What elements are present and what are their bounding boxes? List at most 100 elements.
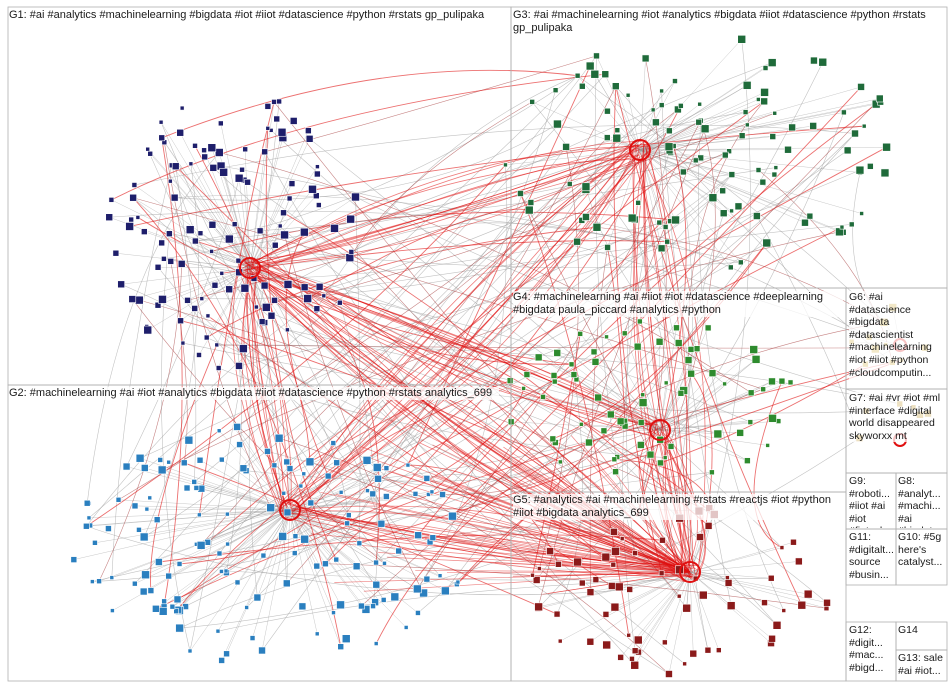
node-avatar xyxy=(665,670,673,678)
node-avatar xyxy=(728,171,736,178)
edge xyxy=(161,69,578,139)
edge xyxy=(295,137,608,537)
edge xyxy=(73,509,291,560)
node-avatar xyxy=(348,249,355,255)
node-avatar xyxy=(298,483,304,489)
node-avatar xyxy=(183,484,191,492)
node-avatar xyxy=(581,182,591,192)
node-avatar xyxy=(129,193,137,202)
group-label-g13: G13: sale #ai #iot... xyxy=(898,652,946,678)
node-avatar xyxy=(762,65,769,71)
edge xyxy=(147,149,384,601)
node-avatar xyxy=(405,462,411,468)
node-avatar xyxy=(139,532,149,542)
edge xyxy=(309,146,567,463)
node-avatar xyxy=(527,199,535,206)
node-avatar xyxy=(192,237,199,245)
node-avatar xyxy=(768,377,776,386)
hub-node xyxy=(239,257,261,279)
node-avatar xyxy=(383,465,390,471)
edge xyxy=(690,373,713,579)
node-avatar xyxy=(303,294,312,303)
group-label-g3: G3: #ai #machinelearning #iot #analytics… xyxy=(513,9,945,35)
node-avatar xyxy=(135,295,144,305)
edge xyxy=(111,73,606,201)
edge xyxy=(196,374,575,545)
node-avatar xyxy=(413,584,422,594)
edge xyxy=(689,547,782,573)
node-avatar xyxy=(167,258,175,265)
node-avatar xyxy=(337,643,345,650)
node-avatar xyxy=(218,657,225,664)
group-label-g7: G7: #ai #vr #iot #ml #interface #digital… xyxy=(849,392,945,443)
node-avatar xyxy=(161,256,167,262)
node-avatar xyxy=(291,550,298,556)
node-avatar xyxy=(697,101,702,107)
node-avatar xyxy=(300,283,309,292)
edge xyxy=(184,462,291,511)
edge xyxy=(458,511,691,573)
node-avatar xyxy=(672,78,678,84)
node-avatar xyxy=(621,330,628,337)
edge xyxy=(221,459,291,511)
edge xyxy=(121,284,443,495)
edge xyxy=(639,149,741,263)
node-avatar xyxy=(351,192,360,202)
node-avatar xyxy=(626,632,631,638)
edge xyxy=(689,571,709,651)
node-avatar xyxy=(139,587,148,596)
node-avatar xyxy=(657,459,664,467)
node-avatar xyxy=(857,83,865,91)
edge xyxy=(375,174,733,563)
edge xyxy=(190,163,251,269)
node-avatar xyxy=(218,456,225,463)
node-avatar xyxy=(503,162,508,168)
edge xyxy=(689,571,772,579)
node-avatar xyxy=(135,215,141,220)
node-avatar xyxy=(861,123,867,129)
node-avatar xyxy=(630,660,640,670)
node-avatar xyxy=(664,142,674,152)
node-avatar xyxy=(627,213,637,223)
edge xyxy=(86,164,506,527)
node-avatar xyxy=(772,110,778,116)
node-avatar xyxy=(441,586,450,596)
node-avatar xyxy=(736,429,744,437)
node-avatar xyxy=(176,128,185,137)
node-avatar xyxy=(592,576,600,583)
node-avatar xyxy=(218,120,224,127)
node-avatar xyxy=(374,474,382,483)
edge xyxy=(199,459,291,511)
node-avatar xyxy=(659,536,666,544)
edge xyxy=(171,165,337,463)
node-avatar xyxy=(234,173,244,183)
node-avatar xyxy=(657,244,666,253)
node-avatar xyxy=(692,157,699,164)
edge xyxy=(289,509,441,576)
node-avatar xyxy=(214,148,224,157)
node-avatar xyxy=(577,331,583,337)
node-avatar xyxy=(158,239,165,247)
edge xyxy=(163,509,291,607)
node-avatar xyxy=(671,215,680,225)
node-avatar xyxy=(271,241,279,249)
node-avatar xyxy=(361,605,371,614)
edge xyxy=(628,571,691,636)
node-avatar xyxy=(666,127,673,135)
node-avatar xyxy=(616,417,625,426)
edge xyxy=(369,484,691,573)
node-avatar xyxy=(841,109,847,116)
edge xyxy=(335,493,691,573)
node-avatar xyxy=(180,459,188,467)
edge xyxy=(296,153,647,510)
edge xyxy=(245,154,640,267)
edge xyxy=(625,425,661,431)
node-avatar xyxy=(439,491,446,498)
node-avatar xyxy=(415,610,421,616)
hub-node xyxy=(279,499,301,521)
node-avatar xyxy=(219,271,225,276)
node-avatar xyxy=(455,579,461,585)
node-avatar xyxy=(601,552,611,562)
node-avatar xyxy=(286,195,293,202)
node-avatar xyxy=(719,187,726,195)
